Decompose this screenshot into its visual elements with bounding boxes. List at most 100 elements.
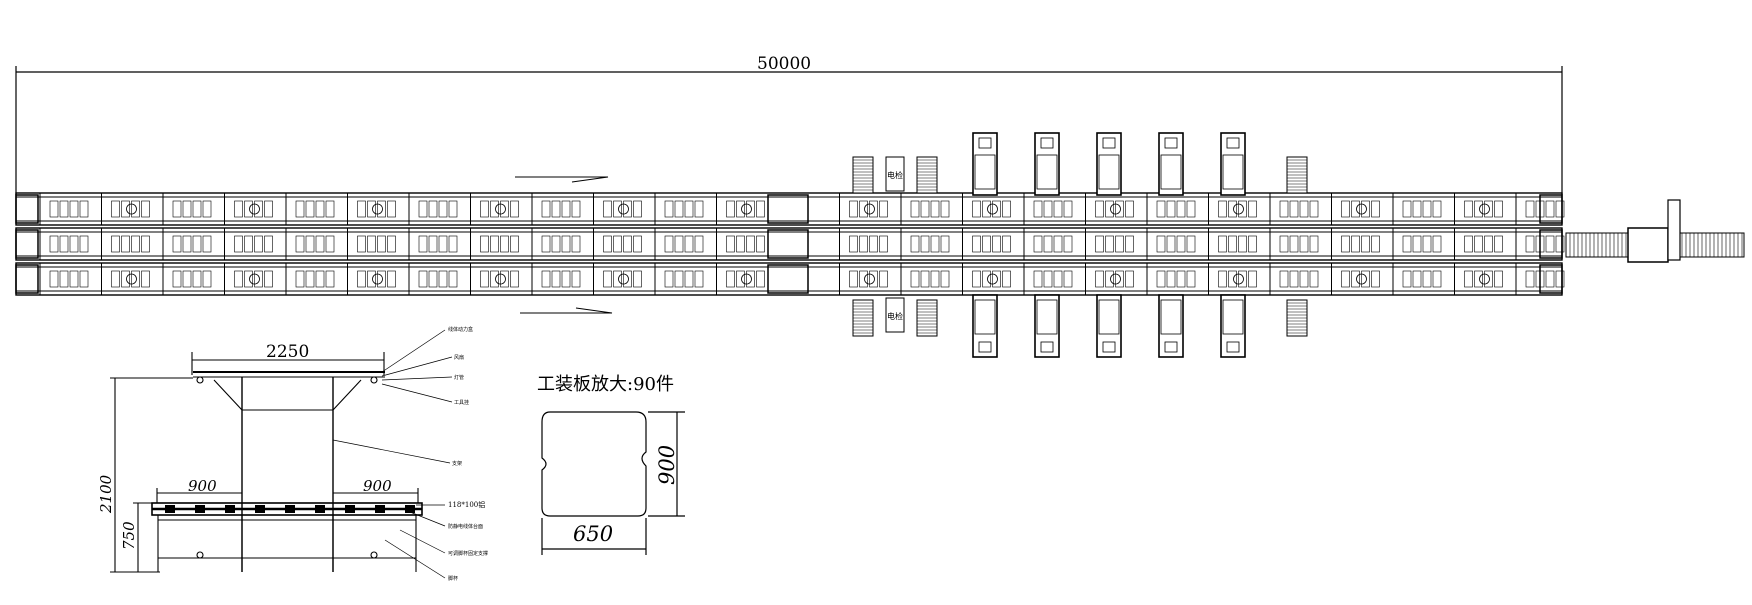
callout-lamp: 灯管 — [454, 374, 464, 381]
conveyor-segment — [1156, 270, 1196, 288]
section-left-bay-label: 900 — [188, 477, 217, 495]
conveyor-segment — [603, 235, 642, 253]
conveyor-segment — [1525, 235, 1565, 253]
workstation — [1158, 132, 1184, 358]
conveyor-segment — [172, 200, 212, 218]
conveyor-segment — [726, 270, 765, 288]
workstation — [1034, 132, 1060, 358]
conveyor-segment — [972, 270, 1011, 288]
conveyor-segment — [1218, 235, 1257, 253]
roller-table — [852, 299, 874, 337]
exit-conveyor — [1565, 199, 1745, 263]
conveyor-segment — [910, 200, 950, 218]
table-clamp — [165, 505, 175, 513]
conveyor-segment — [1033, 200, 1073, 218]
conveyor-segment — [49, 235, 89, 253]
inspection-label-bottom: 电检 — [887, 311, 903, 321]
conveyor-segment — [111, 270, 150, 288]
callout-tool-hanger: 工具挂 — [454, 399, 469, 406]
callout-fan: 风扇 — [454, 354, 464, 361]
conveyor-lane — [15, 227, 1565, 261]
conveyor-segment — [664, 200, 704, 218]
conveyor-segment — [418, 270, 458, 288]
board-height-label: 900 — [655, 445, 679, 485]
table-clamp — [375, 505, 385, 513]
conveyor-segment — [1033, 235, 1073, 253]
table-clamp — [195, 505, 205, 513]
section-height-total-label: 2100 — [97, 474, 115, 514]
conveyor-lane — [15, 192, 1565, 226]
workstation — [1220, 132, 1246, 358]
conveyor-segment — [111, 200, 150, 218]
conveyor-segment — [49, 200, 89, 218]
conveyor-segment — [357, 235, 396, 253]
conveyor-segment — [603, 270, 642, 288]
conveyor-segment — [1464, 270, 1503, 288]
table-clamp — [255, 505, 265, 513]
conveyor-segment — [234, 200, 273, 218]
conveyor-segment — [111, 235, 150, 253]
conveyor-segment — [1464, 235, 1503, 253]
fixture-note: 工装板放大:90件 — [537, 374, 674, 395]
conveyor-segment — [541, 235, 581, 253]
conveyor-segment — [1095, 235, 1134, 253]
fixture-board — [541, 411, 685, 555]
conveyor-segment — [1341, 235, 1380, 253]
conveyor-segment — [541, 200, 581, 218]
table-clamp — [345, 505, 355, 513]
conveyor-segment — [1464, 200, 1503, 218]
conveyor-segment — [1279, 235, 1319, 253]
roller-table — [852, 156, 874, 194]
conveyor-segment — [1402, 200, 1442, 218]
conveyor-segment — [295, 235, 335, 253]
table-clamp — [315, 505, 325, 513]
callout-bracket: 支架 — [452, 460, 462, 467]
conveyor-segment — [172, 235, 212, 253]
section-height-table-label: 750 — [120, 521, 138, 550]
conveyor-segment — [1279, 270, 1319, 288]
conveyor-segment — [1402, 235, 1442, 253]
conveyor-segment — [1156, 235, 1196, 253]
conveyor-segment — [972, 200, 1011, 218]
workstations — [852, 132, 1308, 358]
callout-aluminum-profile: 118*100铝 — [448, 500, 485, 509]
conveyor-segment — [603, 200, 642, 218]
conveyor-segment — [726, 235, 765, 253]
conveyor-segment — [1033, 270, 1073, 288]
conveyor-segment — [418, 200, 458, 218]
table-clamp — [405, 505, 415, 513]
table-clamp — [285, 505, 295, 513]
conveyor-segment — [726, 200, 765, 218]
inspection-station-top: 电检 — [885, 156, 905, 192]
board-width-label: 650 — [573, 522, 613, 546]
conveyor-segment — [910, 235, 950, 253]
conveyor-segment — [1525, 200, 1565, 218]
conveyor-segment — [849, 200, 888, 218]
roller-table — [916, 299, 938, 337]
cross-section-view — [110, 329, 453, 579]
section-width-label: 2250 — [266, 342, 309, 362]
conveyor-segment — [234, 235, 273, 253]
conveyor-segment — [1218, 270, 1257, 288]
section-right-bay-label: 900 — [363, 477, 392, 495]
conveyor-segment — [1402, 270, 1442, 288]
conveyor-segment — [357, 200, 396, 218]
workstation — [972, 132, 998, 358]
inspection-label-top: 电检 — [887, 170, 903, 180]
conveyor-segment — [972, 235, 1011, 253]
inspection-station-bottom: 电检 — [885, 297, 905, 333]
conveyor-lane — [15, 262, 1565, 296]
conveyor-segment — [1095, 200, 1134, 218]
workstation — [1096, 132, 1122, 358]
overall-length-label: 50000 — [757, 54, 811, 74]
callout-foot-cup: 脚杯 — [448, 575, 458, 582]
roller-table — [1286, 156, 1308, 194]
flow-arrow-bottom — [520, 307, 613, 314]
conveyor-segment — [1095, 270, 1134, 288]
flow-arrow-top — [515, 176, 609, 183]
conveyor-segment — [295, 270, 335, 288]
callout-antistatic-top: 防静电线体台面 — [448, 523, 483, 530]
overall-dimension — [15, 66, 1563, 195]
conveyor-segment — [1341, 200, 1380, 218]
